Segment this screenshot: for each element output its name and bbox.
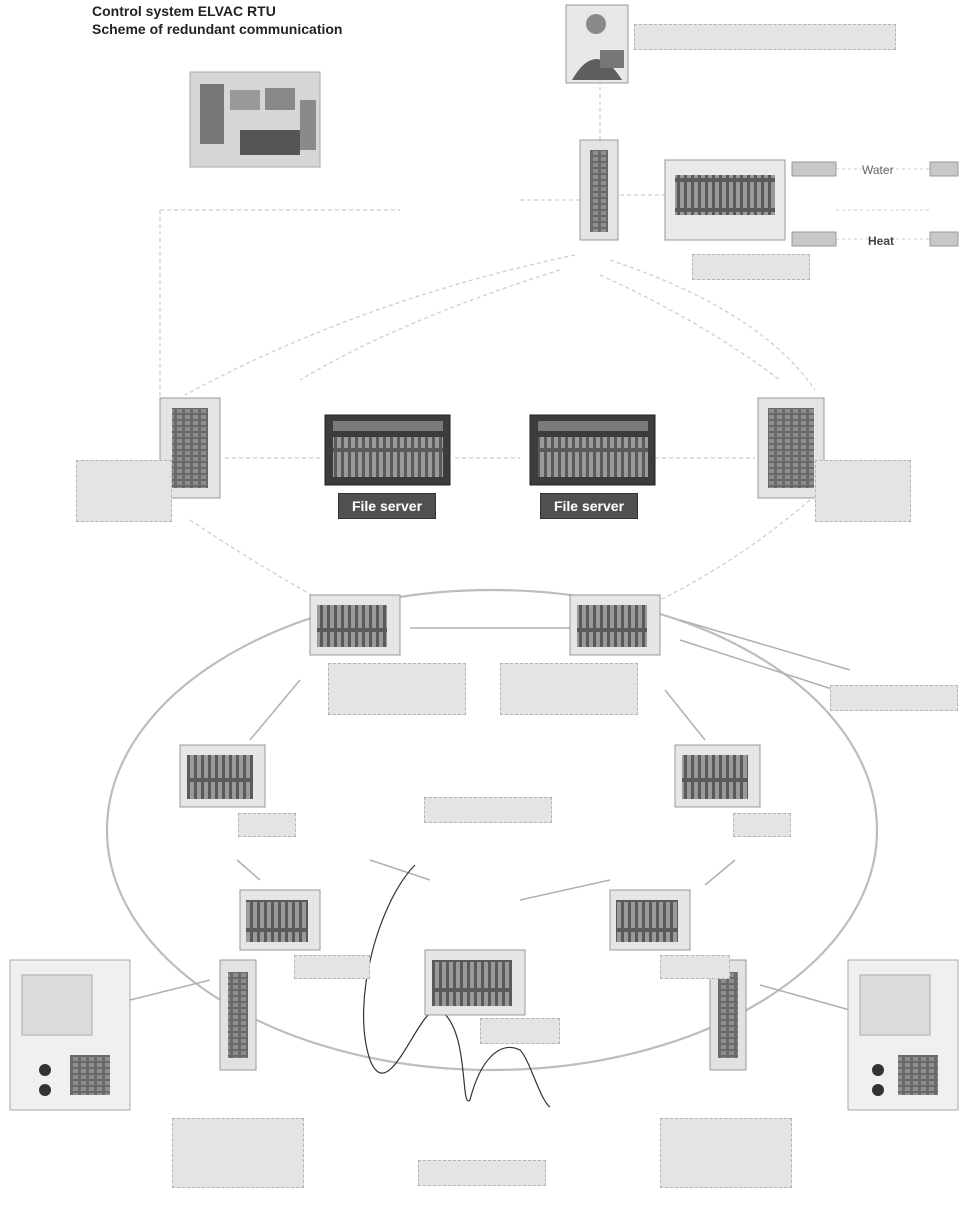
link-right-switch-ring [660,500,810,600]
file-server-label-1: File server [338,493,436,519]
rtu-node-label-right-2 [660,955,730,979]
rtu-node-label-left-1 [238,813,296,837]
rtu-node-label-center [480,1018,560,1044]
rtu-node-label-top-left [328,663,466,715]
spur-right-lower [705,860,735,885]
terminal-unit-label-right [660,1118,792,1188]
spur-right-2 [680,620,850,670]
rtu-module-top-right [570,595,660,655]
file-server-label-2: File server [540,493,638,519]
rtu-module-right-1 [675,745,760,807]
file-server-rack-1 [325,415,450,485]
meter-box [930,232,958,246]
rtu-module-left-2 [240,890,320,950]
ring-center-label [424,797,552,823]
spur-right-ring [665,690,705,740]
diagram-title: Control system ELVAC RTU Scheme of redun… [92,2,342,38]
operator-station-label [634,24,896,50]
spur-mid-right [520,880,610,900]
rtu-node-label-right-1 [733,813,791,837]
meter-heat-label: Heat [868,234,894,248]
spur-left-lower [237,860,260,880]
measuring-cabinet [665,160,785,240]
rtu-node-label-left-2 [294,955,370,979]
rtu-module-top-left [310,595,400,655]
top-switch [580,140,618,240]
rtu-module-center [425,950,525,1015]
meter-water-label: Water [862,163,894,177]
meter-box [930,162,958,176]
meter-box [792,232,836,246]
rtu-module-left-1 [180,745,265,807]
control-room-photo [190,72,320,167]
measuring-cabinet-label [692,254,810,280]
link-left-switch-ring [190,520,320,600]
terminal-unit-label-left [172,1118,304,1188]
spur-right-substation [680,640,835,690]
rtu-node-label-top-right [500,663,638,715]
spur-terminal-right [760,985,850,1010]
rtu-module-right-2 [610,890,690,950]
spur-left-ring [250,680,300,740]
link-fan-mid2 [600,275,780,380]
left-switch-label [76,460,172,522]
substation-panel-right [848,960,958,1110]
operator-photo [566,5,628,83]
meter-box [792,162,836,176]
link-fan-left [185,255,575,395]
spur-mid-left [370,860,430,880]
terminal-rtu-left [220,960,256,1070]
title-line-1: Control system ELVAC RTU [92,2,342,20]
title-line-2: Scheme of redundant communication [92,20,342,38]
ring-bottom-label [418,1160,546,1186]
spur-terminal-left [130,980,210,1000]
substation-panel-left [10,960,130,1110]
ring-side-label [830,685,958,711]
file-server-rack-2 [530,415,655,485]
right-switch-label [815,460,911,522]
link-fan-mid1 [300,270,560,380]
